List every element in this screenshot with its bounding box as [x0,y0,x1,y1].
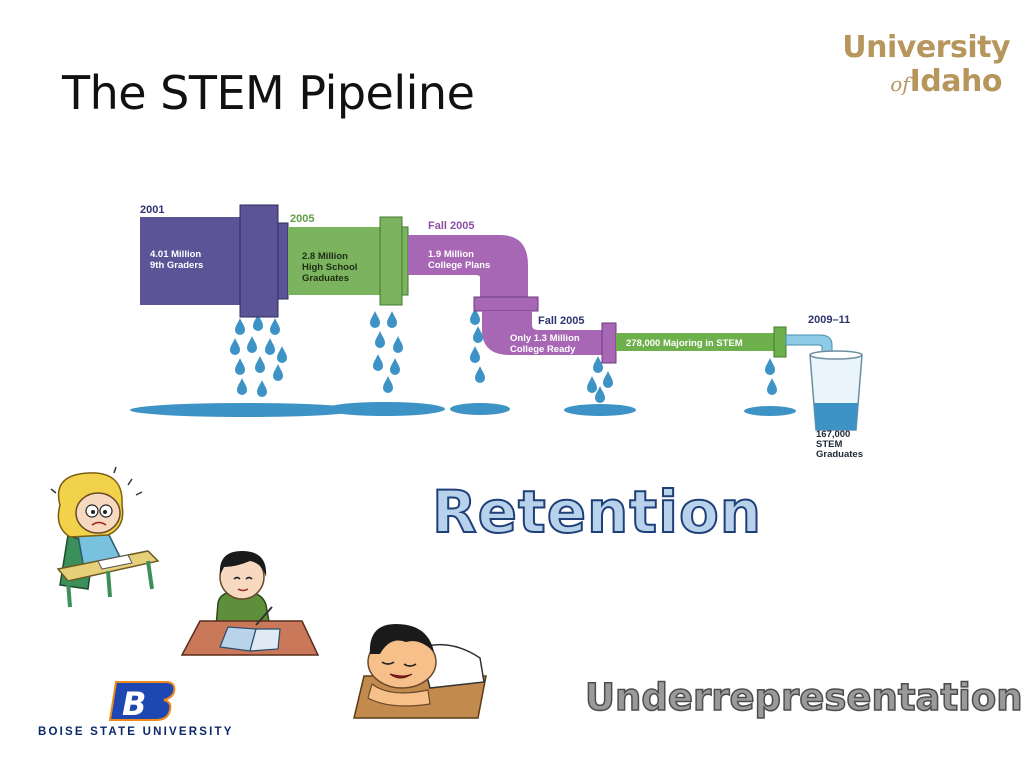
end-line2: STEM [816,439,842,450]
pipe-connector-2 [401,226,409,296]
pipe-connector-1 [277,222,289,300]
boise-state-b-icon: B [108,681,176,722]
stage-1-line1: 4.01 Million [150,249,201,260]
pipe-flange-4 [601,322,617,364]
logo-of-idaho-text: ofIdaho [890,64,1002,99]
stage-3-line1: 1.9 Million [428,249,474,260]
pipe-stage-1 [140,217,240,305]
stem-pipeline-diagram: 2001 2005 Fall 2005 Fall 2005 2009–11 4.… [130,204,863,460]
stressed-student-illustration [50,466,160,608]
pipe-stage-3 [408,235,528,297]
pipe-end-spout [785,334,833,354]
end-line3: Graduates [816,449,863,460]
pipe-flange-5 [773,326,787,358]
stage-5-line1: 278,000 Majoring in STEM [626,338,743,349]
pipe-flange-2 [379,216,403,306]
boise-state-name: BOISE STATE UNIVERSITY [38,726,234,738]
water-pool-2 [325,402,445,416]
pipe-stage-4 [482,311,602,355]
logo-idaho-text: Idaho [909,64,1003,99]
pipe-flange-3 [473,296,539,312]
stage-4-line2: College Ready [510,344,576,355]
stage-2-line3: Graduates [302,273,349,284]
water-pools [130,402,796,417]
retention-label: Retention [431,477,763,547]
boise-state-b-letter: B [122,685,146,722]
logo-of-text: of [890,72,910,96]
stage-1-line2: 9th Graders [150,260,203,271]
university-of-idaho-logo: University ofIdaho [842,30,1018,100]
stage-2-line1: 2.8 Million [302,251,348,262]
end-line1: 167,000 [816,429,850,440]
end-year: 2009–11 [808,314,850,326]
stage-2-line2: High School [302,262,357,273]
stage-3-line2: College Plans [428,260,490,271]
pipe-stage-2 [288,227,380,295]
sleeping-student-illustration [353,624,487,719]
slide-title: The STEM Pipeline [62,66,475,120]
stage-4-line1: Only 1.3 Million [510,333,580,344]
boise-state-university-logo: B BOISE STATE UNIVERSITY [38,676,248,746]
stage-1-year: 2001 [140,204,164,216]
writing-student-illustration [180,551,320,656]
pipe-flange-1 [239,204,279,318]
stage-4-year: Fall 2005 [538,315,584,327]
water-pool-5 [744,406,796,416]
water-glass-icon [809,350,863,431]
logo-university-text: University [842,30,1010,65]
water-pool-1 [130,403,360,417]
water-pool-4 [564,404,636,416]
pipe-stage-5 [616,333,786,351]
stage-3-year: Fall 2005 [428,220,474,232]
water-pool-3 [450,403,510,415]
stage-2-year: 2005 [290,213,314,225]
underrepresentation-label: Underrepresentation [584,675,1023,720]
